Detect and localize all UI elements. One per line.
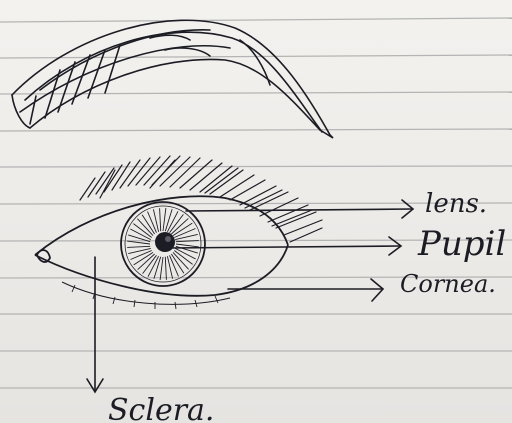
label-cornea: Cornea. <box>400 270 496 298</box>
eyebrow <box>12 20 333 138</box>
label-lens: lens. <box>425 189 487 219</box>
pupil-pointer <box>168 246 400 248</box>
lower-lashes <box>72 285 218 309</box>
label-pupil: Pupil <box>417 224 506 264</box>
iris-fibre <box>163 208 166 231</box>
lens-pointer <box>186 209 412 211</box>
pointer-lines <box>87 200 413 392</box>
iris-fibre <box>165 257 166 280</box>
iris-fibre <box>153 209 158 232</box>
iris-fibre <box>128 248 151 253</box>
iris-fibre <box>165 209 172 231</box>
label-sclera: Sclera. <box>108 393 214 423</box>
eyelashes <box>80 156 322 242</box>
iris-fibre <box>175 234 198 239</box>
pupil-highlight <box>165 236 171 242</box>
iris-fibre <box>160 257 163 280</box>
cornea-arrowhead <box>371 279 383 301</box>
iris-fibre <box>160 208 161 231</box>
pupil <box>155 232 175 252</box>
iris-fibre <box>167 256 172 279</box>
iris-fibre <box>176 244 199 247</box>
iris-fibre <box>127 241 150 244</box>
iris-fibre <box>127 246 150 247</box>
iris-fibre <box>154 257 161 279</box>
